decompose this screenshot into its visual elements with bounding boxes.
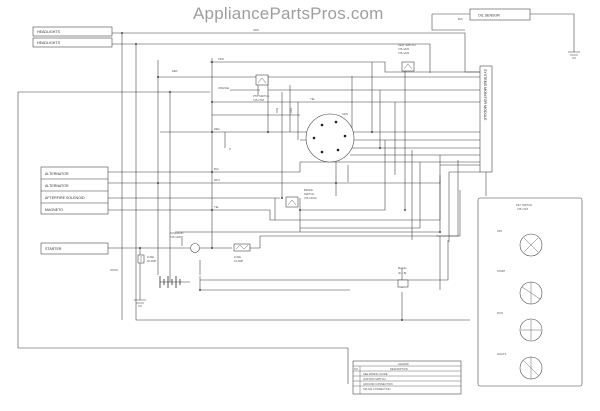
fuse-20a: FUSE 20 AMP <box>137 254 156 264</box>
brake-switch-label-2: SWITCH <box>304 192 314 196</box>
wire-label-grn: GRN <box>253 28 259 32</box>
battery-icon <box>159 276 181 288</box>
key-switch-pos-lights: LIGHTS <box>497 352 507 356</box>
legend-header-no: NO. <box>354 367 359 371</box>
key-switch-panel: KEY SWITCH 725-1718 OFF START RUN LIGHTS <box>477 197 583 387</box>
ground-symbol-left <box>134 299 146 307</box>
wire-label-wht: WHT <box>214 178 220 182</box>
solenoid-part: 725-1426 <box>170 235 182 239</box>
junction-dots <box>121 32 441 321</box>
fuse-15a-rating: 15 AMP <box>234 259 243 263</box>
brake-switch-part: 725-1404A <box>304 196 317 200</box>
watermark: AppliancePartsPros.com <box>193 4 384 23</box>
wire-label-yel-2: YEL <box>214 205 219 209</box>
connector-headlights-1-label: HEADLIGHTS <box>37 30 61 34</box>
legend-row: IGNITION SWITCH <box>363 377 386 381</box>
wire-label-blk-2: BLK <box>214 167 219 171</box>
legend-header-desc: DESCRIPTION <box>390 367 408 371</box>
ignition-switch <box>305 113 355 163</box>
solenoid-label: SOLENOID <box>170 231 184 235</box>
wire-label-yel: YEL <box>310 97 315 101</box>
systems-monitor-label: SYSTEMS MONITOR MODULE <box>483 69 487 121</box>
wire-label-red: RED <box>172 69 178 73</box>
ground-symbol-right <box>568 51 580 59</box>
systems-monitor-module: SYSTEMS MONITOR MODULE <box>479 65 493 173</box>
connector-block-left: ALTERNATOR ALTERNATOR AFTERFIRE SOLENOID… <box>40 166 109 215</box>
fuse-20a-label: FUSE <box>147 255 154 259</box>
module-rb: Module (R + B) <box>397 266 409 288</box>
fuse-20a-rating: 20 AMP <box>147 259 156 263</box>
brake-switch-label: BRAKE <box>304 188 313 192</box>
pto-switch: PTO SWITCH 725-1718 <box>253 74 269 102</box>
module-label: Module <box>398 266 407 270</box>
fuse-15a: FUSE 15 AMP <box>233 243 251 263</box>
key-switch-pos-run: RUN <box>497 311 503 315</box>
wire-label-pink: PINK <box>218 57 224 61</box>
wire-label-brn: BRN <box>289 108 293 114</box>
wire-labels: GRN BLK RED PINK ORANGE YEL RED BLK WHT … <box>172 17 463 209</box>
connector-afterfire-label: AFTERFIRE SOLENOID <box>45 196 85 200</box>
connector-headlights-2-label: HEADLIGHTS <box>37 41 61 45</box>
connector-headlights-1: HEADLIGHTS <box>32 26 113 37</box>
pto-switch-label: PTO SWITCH <box>253 94 269 98</box>
key-switch-pos-off: OFF <box>497 229 503 233</box>
oil-sensor-label: OIL SENSOR <box>478 14 500 18</box>
fuse-15a-label: FUSE <box>234 255 241 259</box>
wiring-harness <box>17 13 575 384</box>
seat-switch: SEAT SWITCH 725-1303 725-1429 <box>398 43 416 72</box>
pto-switch-part: 725-1718 <box>253 98 265 102</box>
legend-row: SEE WIRING GUIDE <box>363 372 388 376</box>
wire-label-orange: ORANGE <box>218 86 230 90</box>
wire-label-blu: BLU <box>275 108 279 113</box>
legend-table: LEGEND NO. DESCRIPTION SEE WIRING GUIDE … <box>352 360 462 395</box>
legend-title: LEGEND <box>398 362 409 366</box>
module-part: (R + B) <box>398 271 406 275</box>
brake-switch: BRAKE SWITCH 725-1404A <box>285 188 317 208</box>
connector-headlights-2: HEADLIGHTS <box>32 37 113 48</box>
wire-label-grn-2: GRN <box>342 112 348 116</box>
seat-switch-label: SEAT SWITCH <box>398 43 416 47</box>
connector-starter: STARTER <box>40 242 109 255</box>
legend-row: SPLICE CONNECTION <box>363 387 391 391</box>
key-switch-part: 725-1718 <box>517 207 529 211</box>
seat-switch-part-2: 725-1429 <box>398 51 410 55</box>
wire-label-blk: BLK <box>458 17 463 21</box>
connector-alternator-2-label: ALTERNATOR <box>45 184 69 188</box>
seat-switch-part-1: 725-1303 <box>398 47 410 51</box>
solenoid: SOLENOID 725-1426 <box>170 231 200 253</box>
connector-alternator-1-label: ALTERNATOR <box>45 172 69 176</box>
oil-sensor: OIL SENSOR <box>469 8 531 21</box>
legend-row: GROUND CONNECTION <box>363 382 393 386</box>
connector-magneto-label: MAGNETO <box>45 208 63 212</box>
connector-starter-label: STARTER <box>45 247 62 251</box>
wire-label-red-2: RED <box>214 127 220 131</box>
key-switch-pos-start: START <box>497 269 506 273</box>
key-switch-title: KEY SWITCH <box>516 203 532 207</box>
